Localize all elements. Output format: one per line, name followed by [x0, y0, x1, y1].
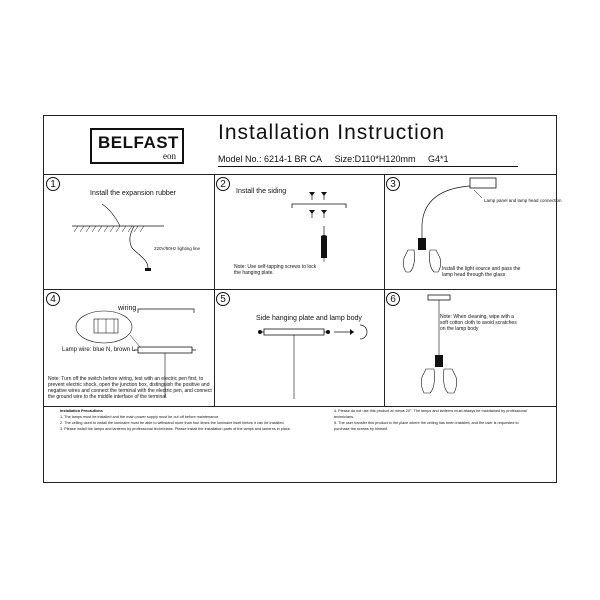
- step-1-title: Install the expansion rubber: [90, 190, 176, 197]
- brand-sub: eon: [163, 151, 176, 161]
- step-4-note: Note: Turn off the switch before wiring,…: [48, 376, 212, 400]
- step-4-illustration: [75, 308, 196, 397]
- step-2-note: Note: Use self-tapping screws to lock th…: [234, 264, 317, 276]
- grid-top-line: [44, 174, 556, 175]
- precaution-3: 3. Please install the lamps and lanterns…: [60, 427, 291, 431]
- step-5-number: 5: [216, 292, 230, 306]
- bulb-info: G4*1: [427, 154, 449, 164]
- precaution-2: 2. The ceiling used to install the lumin…: [60, 421, 285, 425]
- step-3-illustration: [403, 177, 497, 273]
- grid-divider-2: [384, 174, 385, 406]
- step-2-illustration: [291, 192, 347, 262]
- precaution-4: 4. Please do not use this product at min…: [334, 409, 527, 419]
- step-1-illustration: [72, 203, 164, 271]
- step-6-note: Note: When cleaning, wipe with a soft co…: [440, 314, 517, 332]
- precautions-heading: Installation Precautions: [60, 409, 103, 413]
- grid-divider-1: [214, 174, 215, 406]
- step-2-number: 2: [216, 177, 230, 191]
- model-underline: [218, 166, 518, 167]
- instruction-sheet: BELFAST eon Installation Instruction Mod…: [43, 115, 562, 483]
- brand-logo: BELFAST eon: [90, 128, 184, 164]
- step-4-number: 4: [46, 292, 60, 306]
- model-info: Model No.: 6214-1 BR CA Size:D110*H120mm…: [218, 154, 458, 164]
- step-3-label: Lamp panel and lamp head connection: [484, 198, 562, 204]
- steps-grid: 1 Install the expansion rubber 220V/50Hz…: [44, 174, 562, 406]
- step-3-number: 3: [386, 177, 400, 191]
- step-3-label-text: Lamp panel and lamp head connection: [484, 198, 562, 203]
- step-2-title: Install the siding: [236, 188, 287, 195]
- precaution-5: 5. The user transfer this product in the…: [334, 421, 519, 431]
- page-title: Installation Instruction: [218, 121, 446, 144]
- step-1-label: 220V/50Hz lighting line: [154, 246, 201, 251]
- model-number: Model No.: 6214-1 BR CA: [218, 154, 323, 164]
- brand-name: BELFAST: [98, 133, 179, 152]
- grid-middle-line: [44, 289, 556, 290]
- step-5-title: Side hanging plate and lamp body: [256, 315, 362, 322]
- step-6-illustration: [421, 294, 457, 394]
- step-5-illustration: [258, 324, 368, 399]
- step-4-label: Lamp wire: blue N, brown L: [62, 347, 136, 353]
- precaution-1: 1. The lamps must be installed and the m…: [60, 415, 220, 419]
- size-info: Size:D110*H120mm: [334, 154, 416, 164]
- step-6-number: 6: [386, 292, 400, 306]
- step-4-title: wiring: [118, 305, 137, 312]
- step-3-note: Install the light source and pass the la…: [442, 266, 521, 278]
- precautions: Installation Precautions 1. The lamps mu…: [44, 406, 556, 482]
- step-1-number: 1: [46, 177, 60, 191]
